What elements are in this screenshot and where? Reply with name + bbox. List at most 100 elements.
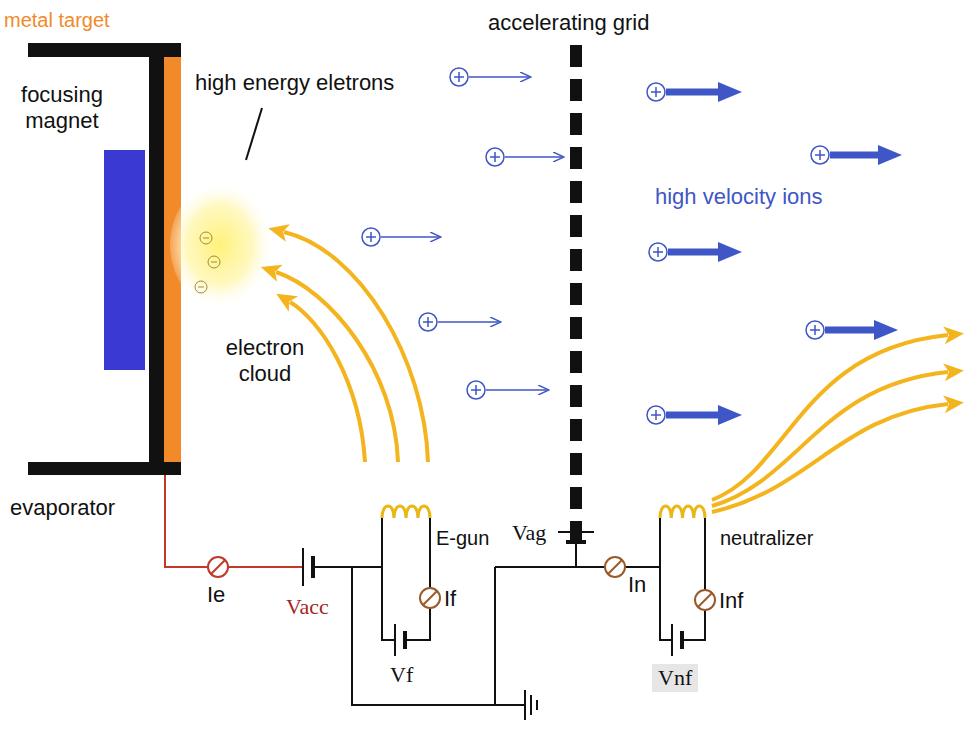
part-label: evaporator bbox=[10, 495, 115, 521]
ion-symbols bbox=[647, 406, 665, 424]
ion-symbols bbox=[810, 325, 820, 335]
ground-symbol bbox=[524, 690, 526, 720]
electron-symbols bbox=[195, 281, 207, 293]
battery-symbol bbox=[566, 540, 586, 544]
ion-symbols bbox=[649, 243, 667, 261]
circuit-wires bbox=[382, 518, 395, 640]
accelerating-grid bbox=[570, 113, 582, 135]
circuit-wires bbox=[575, 530, 577, 567]
part-label: E-gun bbox=[436, 526, 489, 550]
voltage-label: Vnf bbox=[652, 664, 698, 692]
accelerating-grid bbox=[570, 215, 582, 237]
ion-symbols bbox=[454, 72, 464, 82]
neutralizer-electron-arrows bbox=[712, 335, 948, 500]
ammeter-symbol bbox=[208, 557, 228, 577]
ion-symbols bbox=[423, 317, 433, 327]
electron-symbols bbox=[195, 232, 220, 293]
ion-symbols bbox=[486, 389, 548, 391]
ion-symbols bbox=[450, 68, 530, 86]
ion-symbols bbox=[486, 148, 563, 166]
ion-symbols bbox=[471, 385, 481, 395]
evaporator-housing bbox=[28, 43, 181, 475]
leader-line bbox=[246, 108, 262, 160]
ammeter-symbol bbox=[698, 593, 712, 607]
ammeter-symbol bbox=[695, 590, 715, 610]
filament-coil bbox=[382, 506, 705, 518]
part-label: electron cloud bbox=[215, 335, 315, 388]
electron-symbols bbox=[208, 256, 220, 268]
ion-symbols bbox=[811, 146, 882, 164]
electron-symbols bbox=[211, 262, 217, 263]
ion-symbols bbox=[438, 321, 500, 323]
electron-beam-arrows bbox=[276, 272, 398, 462]
ion-symbols bbox=[490, 152, 500, 162]
ion-symbols bbox=[825, 327, 878, 334]
battery-symbol bbox=[394, 624, 396, 656]
circuit-wires bbox=[660, 518, 672, 640]
ion-symbols bbox=[806, 321, 878, 339]
accelerating-grid bbox=[570, 249, 582, 271]
neutralizer-electron-arrows bbox=[712, 372, 948, 506]
electron-symbols bbox=[200, 232, 212, 244]
ion-symbols bbox=[653, 247, 663, 257]
ion-symbols bbox=[467, 381, 485, 399]
circuit-wires bbox=[704, 518, 706, 590]
ion-symbols bbox=[666, 412, 722, 419]
circuit-wires bbox=[313, 566, 382, 568]
ion-symbols bbox=[651, 87, 661, 97]
focusing-magnet bbox=[104, 150, 145, 370]
circuit-wires bbox=[495, 704, 525, 706]
ground-symbol bbox=[525, 690, 537, 720]
ion-symbols bbox=[649, 243, 722, 261]
part-label: metal target bbox=[4, 8, 110, 32]
voltage-label: Vag bbox=[512, 520, 546, 546]
ion-symbols bbox=[419, 313, 500, 331]
ion-symbols bbox=[806, 321, 824, 339]
voltage-label: Vacc bbox=[286, 594, 329, 620]
neutralizer-electron-arrows bbox=[712, 404, 948, 512]
accelerating-grid bbox=[570, 487, 582, 509]
part-label: high velocity ions bbox=[655, 184, 823, 210]
circuit-wires bbox=[352, 567, 495, 705]
battery-symbol bbox=[671, 624, 673, 656]
filament-coil bbox=[382, 506, 430, 518]
ammeter-symbol bbox=[420, 588, 440, 608]
ammeter-symbol bbox=[423, 591, 437, 605]
ion-symbols bbox=[811, 146, 829, 164]
circuit-wires bbox=[165, 475, 705, 705]
part-label: neutralizer bbox=[720, 526, 813, 550]
battery-symbol bbox=[303, 532, 682, 656]
ammeter-symbol bbox=[605, 557, 625, 577]
electron-symbols bbox=[200, 232, 212, 244]
circuit-wires bbox=[682, 610, 705, 640]
battery-symbol bbox=[302, 548, 304, 586]
accelerating-grid bbox=[570, 45, 582, 67]
red-wire bbox=[165, 475, 303, 567]
ammeter-symbol bbox=[208, 557, 715, 610]
ion-symbols bbox=[450, 68, 468, 86]
filament-coil bbox=[660, 506, 705, 518]
ammeter-symbol bbox=[211, 560, 225, 574]
evaporator-housing bbox=[28, 462, 181, 475]
electron-symbols bbox=[198, 287, 204, 288]
electron-beam-arrows bbox=[284, 232, 428, 462]
ion-symbols bbox=[651, 410, 661, 420]
current-label: Inf bbox=[719, 588, 743, 614]
ion-symbols bbox=[362, 228, 380, 246]
voltage-label: Vf bbox=[390, 662, 413, 688]
accelerating-grid bbox=[570, 385, 582, 407]
current-label: Ie bbox=[207, 582, 225, 608]
battery-symbol bbox=[558, 531, 594, 533]
ammeter-symbol bbox=[608, 560, 622, 574]
accelerating-grid bbox=[570, 181, 582, 203]
circuit-wires bbox=[429, 518, 431, 588]
ion-symbols bbox=[366, 232, 376, 242]
accelerating-grid bbox=[570, 283, 582, 305]
ion-symbols bbox=[486, 148, 504, 166]
battery-symbol bbox=[680, 631, 684, 649]
part-label: accelerating grid bbox=[488, 10, 649, 36]
battery-symbol bbox=[403, 631, 407, 649]
